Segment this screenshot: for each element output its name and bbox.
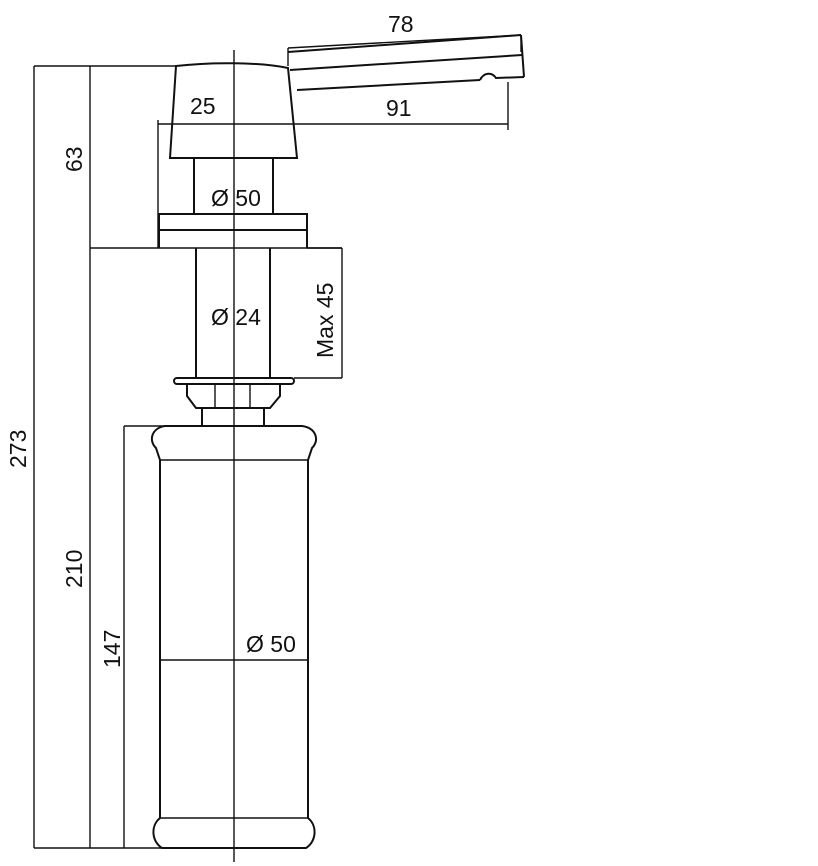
mounting-flange [158,213,308,248]
bottle-diameter-label: Ø 50 [246,631,296,657]
total-height-label: 273 [5,430,31,468]
head-height-label: 63 [61,146,87,172]
spout-reach-label: 91 [386,95,412,121]
dimension-210 [89,66,342,848]
dimension-91 [157,82,509,248]
shank [195,248,271,378]
soap-bottle [150,425,318,849]
below-counter-height-label: 210 [61,550,87,588]
spout [287,34,525,91]
dimension-78 [287,34,522,66]
bottle-height-label: 147 [99,630,125,668]
flange-diameter-label: Ø 50 [211,185,261,211]
shank-diameter-label: Ø 24 [211,304,261,330]
head-width-label: 25 [190,93,216,119]
max-thickness-label: Max 45 [312,283,338,358]
pump-head [168,62,299,159]
spout-length-label: 78 [388,11,414,37]
dimension-147 [123,425,165,848]
pump-neck [193,158,274,214]
lock-nut [173,377,295,427]
dimension-273 [33,65,176,849]
